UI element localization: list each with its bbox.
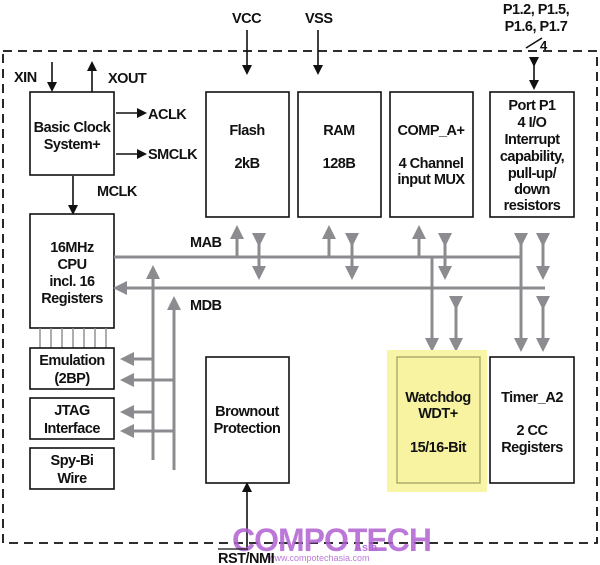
cpu-emulation-links — [39, 328, 107, 348]
cpu-line-4: Registers — [41, 291, 103, 307]
xout-label: XOUT — [108, 71, 147, 87]
port-desc-1: 4 I/O — [518, 115, 547, 131]
spy-bi-wire-block — [29, 447, 115, 490]
comparator-name: COMP_A+ — [397, 123, 464, 139]
watermark-brand: COMPOTECH — [232, 522, 431, 558]
port-p1-block — [489, 91, 575, 218]
brownout-block — [205, 356, 290, 484]
ram-name: RAM — [323, 123, 355, 139]
ram-block — [297, 91, 382, 218]
comparator-desc-1: 4 Channel — [399, 156, 464, 172]
jtag-line-1: JTAG — [54, 403, 90, 419]
spybi-line-1: Spy-Bi — [51, 453, 94, 469]
clock-system-block — [29, 91, 115, 176]
timer-line-2: 2 CC — [516, 423, 548, 439]
jtag-block — [29, 397, 115, 440]
clock-block-line-2: System+ — [44, 137, 101, 153]
comparator-desc-2: input MUX — [397, 172, 465, 188]
port-desc-4: pull-up/ — [508, 166, 557, 182]
watermark-url: www.compotechasia.com — [267, 553, 370, 563]
watchdog-block — [396, 356, 481, 484]
emulation-line-1: Emulation — [39, 353, 105, 369]
mab-label: MAB — [190, 235, 222, 251]
port-desc-3: capability, — [500, 149, 565, 165]
watermark-suffix: Asia — [354, 542, 378, 554]
timer-line-3: Registers — [501, 440, 563, 456]
watchdog-line-1: Watchdog — [405, 390, 471, 406]
watchdog-line-3: 15/16-Bit — [410, 440, 467, 456]
jtag-line-2: Interface — [44, 421, 100, 437]
spybi-line-2: Wire — [57, 471, 87, 487]
cpu-line-3: incl. 16 — [49, 274, 95, 290]
port-bus-width: 4 — [540, 38, 548, 53]
brownout-line-2: Protection — [214, 421, 281, 437]
vcc-label: VCC — [232, 11, 262, 27]
mclk-label: MCLK — [97, 184, 138, 200]
cpu-block — [29, 213, 115, 329]
cpu-line-2: CPU — [57, 257, 86, 273]
port-desc-5: down — [514, 182, 550, 198]
flash-name: Flash — [229, 123, 264, 139]
watchdog-line-2: WDT+ — [418, 406, 458, 422]
smclk-label: SMCLK — [148, 147, 198, 163]
comparator-block — [389, 91, 474, 218]
port-desc-6: resistors — [504, 198, 561, 214]
emulation-block — [29, 347, 115, 390]
chip-boundary — [2, 50, 598, 544]
mdb-label: MDB — [190, 298, 222, 314]
ram-size: 128B — [323, 156, 356, 172]
aclk-label: ACLK — [148, 107, 187, 123]
clock-block-line-1: Basic Clock — [34, 120, 112, 136]
cpu-line-1: 16MHz — [50, 240, 94, 256]
reset-pin-label: RST/NMI — [218, 551, 275, 565]
port-name: Port P1 — [508, 98, 556, 114]
xin-label: XIN — [14, 70, 37, 86]
brownout-line-1: Brownout — [215, 404, 279, 420]
emulation-line-2: (2BP) — [54, 371, 90, 387]
port-pins-line-1: P1.2, P1.5, — [503, 2, 570, 18]
timer-block — [489, 356, 575, 484]
bus-width-slash-icon — [525, 37, 543, 49]
timer-line-1: Timer_A2 — [501, 390, 563, 406]
vss-label: VSS — [305, 11, 333, 27]
flash-block — [205, 91, 290, 218]
port-pins-line-2: P1.6, P1.7 — [505, 19, 568, 35]
flash-size: 2kB — [234, 156, 259, 172]
port-desc-2: Interrupt — [504, 132, 560, 148]
